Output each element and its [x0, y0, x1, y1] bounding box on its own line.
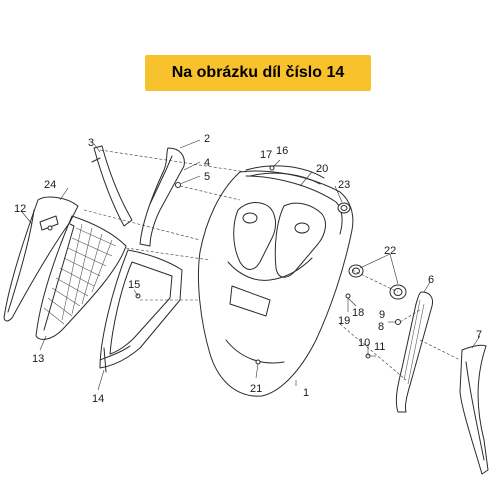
callout-9: 9 — [379, 309, 385, 321]
leader-lines — [21, 139, 481, 391]
fasteners — [47, 165, 401, 365]
callout-1: 1 — [303, 387, 309, 399]
callout-14: 14 — [92, 393, 104, 405]
callout-21: 21 — [250, 383, 262, 395]
callout-4: 4 — [204, 157, 210, 169]
callout-22: 22 — [384, 245, 396, 257]
callout-16: 16 — [276, 145, 288, 157]
callout-7: 7 — [476, 329, 482, 341]
part-6-side-trim — [395, 291, 433, 413]
part-number-banner: Na obrázku díl číslo 14 — [145, 55, 371, 91]
callout-6: 6 — [428, 274, 434, 286]
part-20-top-cover — [245, 165, 325, 185]
callout-23: 23 — [338, 179, 350, 191]
part-14-inner-frame — [99, 249, 183, 373]
callout-15: 15 — [128, 279, 140, 291]
callout-19: 19 — [338, 315, 350, 327]
callout-10: 10 — [358, 337, 370, 349]
assembly-lines — [83, 149, 461, 381]
part-1-front-shield — [197, 170, 354, 397]
callout-5: 5 — [204, 171, 210, 183]
callout-11: 11 — [374, 341, 385, 353]
callout-8: 8 — [378, 321, 384, 333]
callout-labels: 1 2 3 4 5 6 7 8 9 10 11 12 13 14 15 16 1… — [14, 133, 482, 405]
callout-17: 17 — [260, 149, 272, 161]
callout-13: 13 — [32, 353, 44, 365]
part-7-lower-trim — [459, 344, 489, 475]
callout-20: 20 — [316, 163, 328, 175]
part-13-grille-panel — [35, 215, 127, 340]
part-3-bracket — [91, 145, 133, 227]
callout-24: 24 — [44, 179, 56, 191]
callout-12: 12 — [14, 203, 26, 215]
callout-3: 3 — [88, 137, 94, 149]
part-23-cap — [337, 202, 351, 214]
callout-18: 18 — [352, 307, 364, 319]
callout-2: 2 — [204, 133, 210, 145]
part-2-bracket — [139, 147, 185, 247]
part-24-side-trim — [3, 196, 79, 322]
